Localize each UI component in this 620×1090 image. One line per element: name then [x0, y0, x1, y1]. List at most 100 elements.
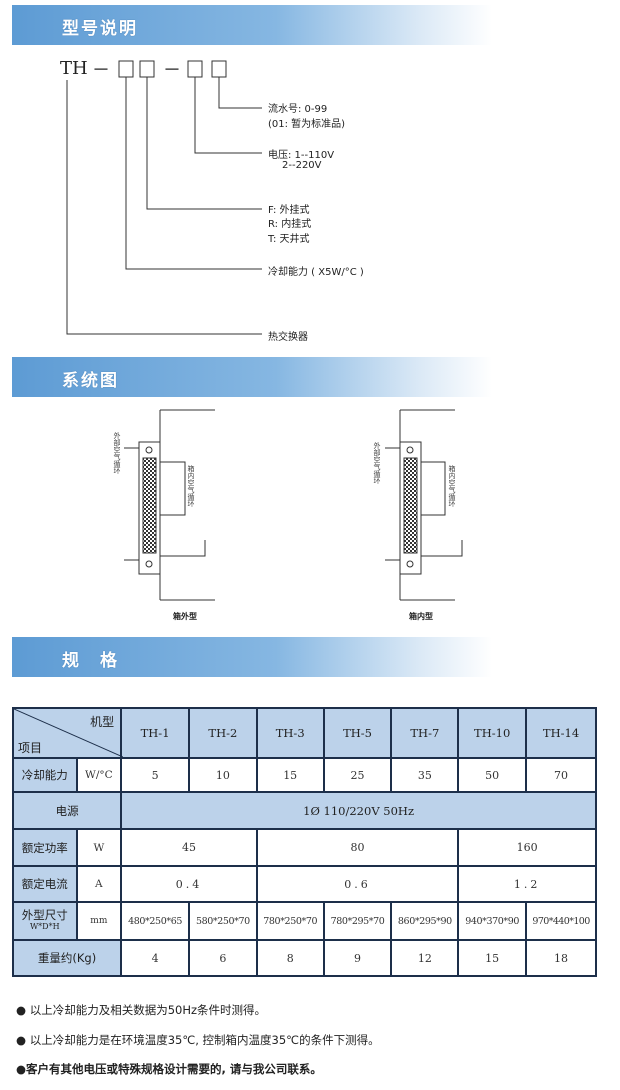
mount-note-r: R: 内挂式 [268, 219, 312, 230]
table-cell: 80 [255, 828, 460, 867]
footnote: ● 以上冷却能力是在环境温度35℃, 控制箱内温度35℃的条件下测得。 [16, 1033, 380, 1047]
voltage-note: 电压: 1--110V [268, 150, 335, 161]
table-row-power-supply: 电源 1Ø 110/220V 50Hz [11, 791, 597, 830]
table-cell-power-supply: 1Ø 110/220V 50Hz [120, 791, 597, 830]
row-label-rated-current: 额定电流 [12, 865, 78, 903]
left-label-outer: 外部空气循环 [113, 432, 121, 474]
table-cell: 70 [525, 757, 597, 793]
left-caption: 箱外型 [173, 612, 197, 621]
left-label-inner: 箱内空气循环 [187, 465, 195, 507]
row-unit-rated-power: W [75, 828, 123, 867]
voltage-note-sub: 2--220V [282, 160, 322, 171]
table-row-rated-power: 额定功率 W 45 80 160 [12, 828, 597, 867]
table-row-weight: 重量约(Kg) 4 6 8 9 12 15 18 [11, 939, 597, 977]
model-code-box-serial [211, 60, 227, 78]
model-cell: TH-2 [187, 707, 258, 759]
row-label-weight: 重量约(Kg) [11, 939, 123, 977]
diagram-internal [385, 409, 463, 601]
row-unit-dimensions: mm [75, 901, 123, 941]
section-title-model: 型号说明 [62, 19, 138, 39]
table-cell: 1.2 [457, 865, 597, 903]
row-unit-cooling: W/°C [75, 757, 123, 793]
model-cell: TH-3 [255, 707, 325, 759]
diagram-external [124, 409, 215, 601]
footnote-contact: ●客户有其他电压或特殊规格设计需要的, 请与我公司联系。 [16, 1062, 322, 1076]
model-cell: TH-1 [120, 707, 190, 759]
model-cell: TH-10 [457, 707, 528, 759]
row-label-cooling: 冷却能力 [12, 757, 78, 793]
fan-icon [145, 446, 153, 454]
model-code-dash: － [163, 60, 181, 81]
table-cell: 50 [457, 757, 528, 793]
right-label-inner: 箱内空气循环 [448, 465, 456, 507]
table-cell: 0.4 [120, 865, 258, 903]
table-cell: 45 [120, 828, 258, 867]
model-code-diagram [66, 60, 262, 335]
table-cell: 6 [187, 939, 258, 977]
mount-note-t: T: 天井式 [268, 234, 310, 245]
table-cell: 780*295*70 [322, 901, 393, 941]
model-cell: TH-5 [322, 707, 393, 759]
right-caption: 箱内型 [409, 612, 433, 621]
table-header-row: 机型 项目 TH-1 TH-2 TH-3 TH-5 TH-7 TH-10 TH-… [11, 707, 597, 759]
table-cell: 8 [255, 939, 325, 977]
table-cell: 0.6 [255, 865, 460, 903]
row-label-dimensions-sub: W*D*H [29, 922, 60, 931]
mount-note-f: F: 外挂式 [268, 205, 310, 216]
fan-icon [406, 560, 414, 568]
footnote: ● 以上冷却能力及相关数据为50Hz条件时测得。 [16, 1003, 267, 1017]
header-model-label: 机型 [90, 715, 115, 729]
fan-icon [406, 446, 414, 454]
table-cell: 940*370*90 [457, 901, 528, 941]
section-banner-spec: 规 格 [12, 637, 492, 677]
section-title-system: 系统图 [62, 371, 119, 391]
leader-voltage [194, 77, 262, 154]
leader-exchanger [66, 80, 262, 335]
right-label-outer: 外部空气循环 [373, 442, 381, 484]
model-code-box-mount [139, 60, 155, 78]
row-unit-rated-current: A [75, 865, 123, 903]
table-cell: 18 [525, 939, 597, 977]
table-cell: 15 [457, 939, 528, 977]
model-cell: TH-7 [390, 707, 460, 759]
row-label-power-supply: 电源 [11, 791, 123, 830]
model-code-box-voltage [187, 60, 203, 78]
table-cell: 160 [457, 828, 597, 867]
header-item-label: 项目 [18, 741, 43, 755]
row-label-dimensions-text: 外型尺寸 [21, 908, 68, 922]
table-cell: 780*250*70 [255, 901, 325, 941]
section-banner-system: 系统图 [12, 357, 492, 397]
exchanger-note: 热交换器 [268, 332, 308, 343]
leader-serial [218, 77, 262, 109]
header-diagonal-cell: 机型 项目 [11, 707, 123, 759]
section-title-spec: 规 格 [62, 651, 119, 671]
spec-table: 机型 项目 TH-1 TH-2 TH-3 TH-5 TH-7 TH-10 TH-… [11, 707, 597, 977]
table-cell: 480*250*65 [120, 901, 190, 941]
leader-mount [146, 77, 262, 210]
serial-note: 流水号: 0-99 [268, 104, 328, 115]
table-row-cooling: 冷却能力 W/°C 5 10 15 25 35 50 70 [12, 757, 597, 793]
serial-note-sub: (01: 暂为标准品) [268, 119, 346, 130]
row-label-dimensions: 外型尺寸 W*D*H [12, 901, 78, 941]
table-cell: 25 [322, 757, 393, 793]
model-code-dash: － [92, 60, 110, 81]
table-cell: 580*250*70 [187, 901, 258, 941]
table-cell: 970*440*100 [525, 901, 597, 941]
table-cell: 12 [390, 939, 460, 977]
model-code-box-capacity [118, 60, 134, 78]
model-cell: TH-14 [525, 707, 597, 759]
row-label-rated-power: 额定功率 [12, 828, 78, 867]
table-cell: 9 [322, 939, 393, 977]
table-cell: 4 [120, 939, 190, 977]
capacity-note: 冷却能力 ( X5W/°C ) [268, 267, 364, 278]
fan-icon [145, 560, 153, 568]
table-cell: 35 [390, 757, 460, 793]
model-code-prefix: TH [60, 58, 88, 79]
section-banner-model: 型号说明 [12, 5, 492, 45]
leader-capacity [125, 77, 262, 270]
table-row-dimensions: 外型尺寸 W*D*H mm 480*250*65 580*250*70 780*… [12, 901, 597, 941]
table-cell: 10 [187, 757, 258, 793]
table-row-rated-current: 额定电流 A 0.4 0.6 1.2 [12, 865, 597, 903]
table-cell: 860*295*90 [390, 901, 460, 941]
table-cell: 15 [255, 757, 325, 793]
